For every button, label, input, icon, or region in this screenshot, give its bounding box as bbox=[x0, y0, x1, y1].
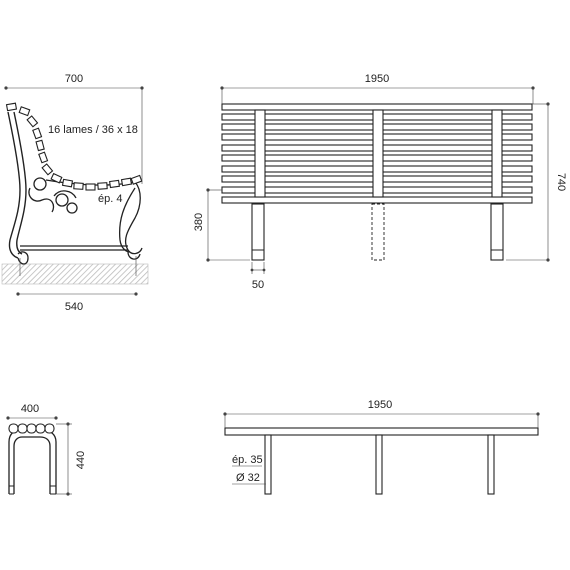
table-view: 1950 ép. 35 Ø 32 bbox=[223, 399, 540, 495]
slat bbox=[32, 127, 43, 140]
side-width-label: 700 bbox=[65, 73, 83, 85]
front-slat bbox=[221, 103, 533, 111]
slat bbox=[26, 115, 39, 128]
side-frame bbox=[7, 111, 21, 259]
leg-width-label: 50 bbox=[252, 279, 264, 291]
slat bbox=[61, 178, 74, 188]
module-slat bbox=[17, 423, 28, 434]
front-leg-left bbox=[251, 203, 265, 261]
table-leg-right bbox=[487, 434, 495, 495]
side-slats bbox=[5, 102, 143, 191]
slat bbox=[5, 102, 18, 112]
module-height-label: 440 bbox=[75, 451, 87, 469]
top-width-label: 1950 bbox=[368, 399, 392, 411]
top-thickness-label: ép. 35 bbox=[232, 454, 263, 466]
slat bbox=[120, 177, 133, 187]
slat bbox=[18, 106, 31, 117]
slat bbox=[130, 174, 143, 185]
slat bbox=[41, 163, 54, 176]
module-side-view: 400 440 bbox=[6, 403, 87, 496]
thickness-side-label: ép. 4 bbox=[98, 193, 122, 205]
side-view: 700 16 lames / 36 x 18 ép. 4 540 bbox=[1, 73, 149, 313]
slat bbox=[35, 139, 45, 152]
ground-hatch bbox=[1, 263, 149, 285]
front-leg-middle bbox=[371, 203, 385, 261]
table-leg-left bbox=[264, 434, 272, 495]
module-slat bbox=[35, 423, 46, 434]
slat bbox=[85, 183, 96, 191]
side-depth-label: 540 bbox=[65, 301, 83, 313]
slat bbox=[73, 182, 84, 190]
front-width-label: 1950 bbox=[365, 73, 389, 85]
module-depth-label: 400 bbox=[21, 403, 39, 415]
module-slat bbox=[44, 423, 55, 434]
slat bbox=[97, 182, 108, 190]
tube-diameter-label: Ø 32 bbox=[236, 472, 260, 484]
module-slat bbox=[26, 423, 37, 434]
slat bbox=[50, 172, 63, 184]
slat bbox=[38, 151, 49, 164]
module-slat bbox=[8, 423, 19, 434]
slat bbox=[109, 179, 120, 189]
table-top bbox=[224, 427, 539, 436]
front-view: 1950 740 380 50 bbox=[193, 73, 567, 291]
front-leg-right bbox=[490, 203, 504, 261]
total-height-label: 740 bbox=[555, 173, 567, 191]
front-slat bbox=[221, 196, 533, 204]
table-leg-middle bbox=[375, 434, 383, 495]
seat-height-label: 380 bbox=[193, 213, 205, 231]
slats-label: 16 lames / 36 x 18 bbox=[48, 124, 138, 136]
